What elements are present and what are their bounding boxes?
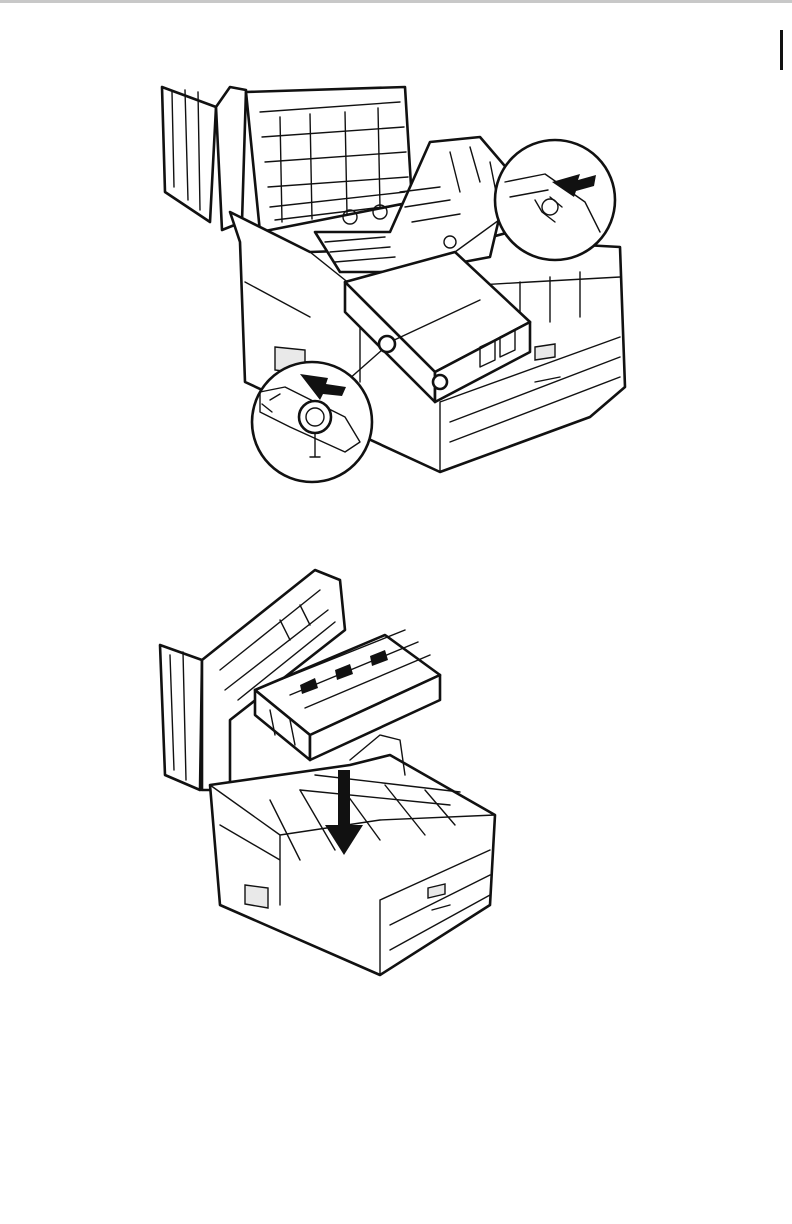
scanner-lid — [162, 87, 246, 230]
figure-1-drawing — [150, 82, 640, 492]
figure-1-belt-unit-illustration — [150, 82, 640, 492]
vent-grille-2 — [245, 885, 268, 908]
margin-mark — [780, 30, 783, 70]
figure-2-drum-unit-illustration — [150, 560, 500, 990]
belt-lock-right — [433, 375, 447, 389]
figure-2-drawing — [150, 560, 500, 990]
top-rule — [0, 0, 792, 3]
printer-body-2 — [210, 755, 495, 975]
front-badge — [535, 344, 555, 360]
